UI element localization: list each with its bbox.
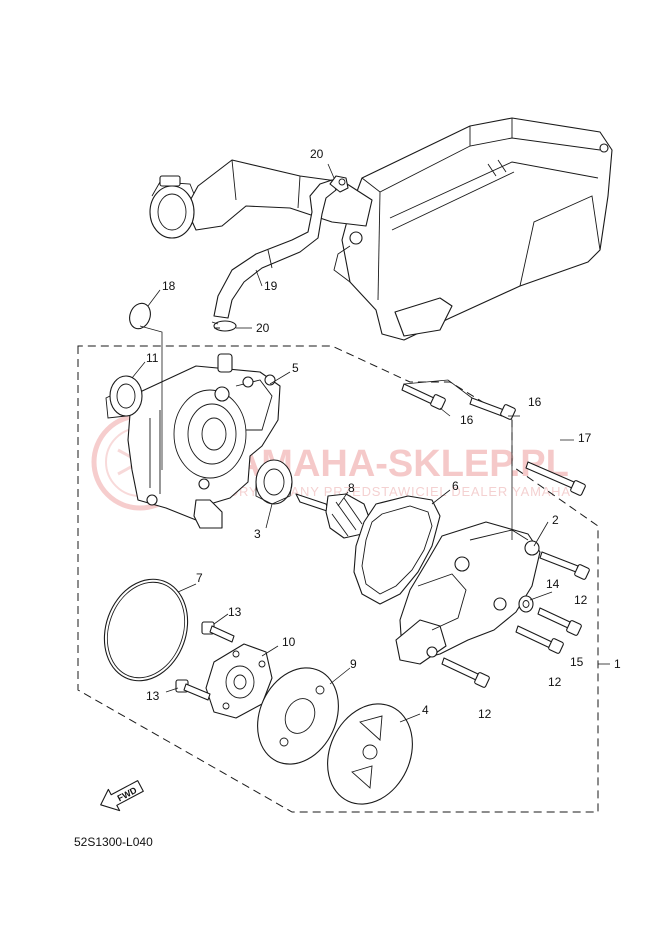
bolt-13-upper — [201, 621, 235, 643]
callout-10: 10 — [282, 635, 296, 649]
callout-12-lower: 12 — [478, 707, 492, 721]
bolt-12-lower — [441, 657, 490, 688]
callout-labels: 1 2 3 4 5 6 7 8 9 10 11 12 12 12 13 13 1… — [146, 147, 621, 721]
bolt-13-lower — [175, 679, 211, 701]
oil-seal — [255, 459, 293, 505]
callout-2: 2 — [552, 513, 559, 527]
callout-4: 4 — [422, 703, 429, 717]
hose-clamp-upper — [329, 175, 349, 193]
air-filter-box — [333, 117, 613, 341]
callout-20-upper: 20 — [310, 147, 324, 161]
o-ring-large — [103, 578, 189, 682]
callout-3: 3 — [254, 527, 261, 541]
callout-16-upper: 16 — [528, 395, 542, 409]
fwd-arrow-icon: FWD — [100, 780, 144, 812]
hose-clamp-lower — [211, 320, 237, 332]
intake-duct — [149, 159, 373, 239]
bolt-15 — [537, 607, 582, 636]
callout-18: 18 — [162, 279, 176, 293]
callout-11: 11 — [146, 351, 159, 365]
callout-13-upper: 13 — [228, 605, 242, 619]
bolt-16-upper — [401, 383, 446, 410]
sealing-washer — [518, 595, 534, 613]
thrust-plate — [257, 667, 339, 765]
callout-16-lower: 16 — [460, 413, 474, 427]
callout-5: 5 — [292, 361, 299, 375]
leader-lines — [131, 163, 610, 723]
impeller-shaft — [295, 493, 371, 539]
callout-1: 1 — [614, 657, 621, 671]
callout-8: 8 — [348, 481, 355, 495]
pump-housing — [127, 353, 281, 529]
cover-plate — [327, 703, 413, 805]
callout-20-lower: 20 — [256, 321, 270, 335]
bolt-17 — [525, 461, 586, 496]
callout-14: 14 — [546, 577, 560, 591]
callout-15: 15 — [570, 655, 584, 669]
callout-6: 6 — [452, 479, 459, 493]
bolt-16-right — [469, 397, 516, 420]
o-ring-small — [129, 302, 151, 330]
callout-19: 19 — [264, 279, 278, 293]
callout-7: 7 — [196, 571, 203, 585]
callout-13-lower: 13 — [146, 689, 160, 703]
water-pump-cover — [395, 521, 541, 665]
watermark-tagline: AUTORYZOWANY PRZEDSTAWICIEL DEALER YAMAH… — [200, 484, 570, 499]
bolt-12-middle — [515, 625, 564, 654]
diagram-code: 52S1300-L040 — [74, 835, 153, 849]
callout-9: 9 — [350, 657, 357, 671]
cover-gasket — [353, 495, 441, 605]
callout-17: 17 — [578, 431, 592, 445]
bolt-12-upper — [539, 551, 590, 580]
bearing-left — [105, 375, 143, 419]
callout-12-middle: 12 — [548, 675, 562, 689]
callout-12-upper: 12 — [574, 593, 588, 607]
